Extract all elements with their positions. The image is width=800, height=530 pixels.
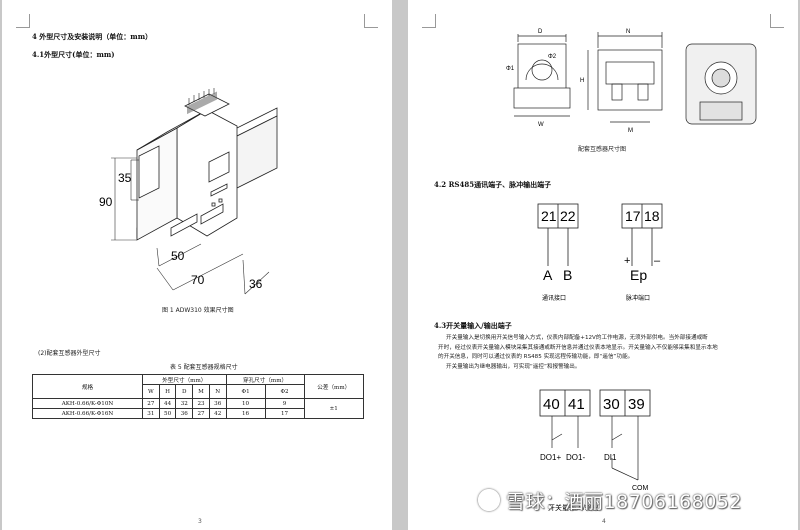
value-cell: 23 [192,398,210,409]
ct-label-n: N [626,29,630,35]
paragraph-line: 开时，经过仪表开关量输入模块采集其接通或断开信息并通过仪表本地显示。开关量输入不… [438,344,718,351]
col-header: Φ2 [264,384,305,399]
value-cell: 27 [192,408,210,419]
pulse-plus-sign: + [624,255,630,267]
ct-label-w: W [538,122,544,128]
crop-mark [16,14,30,28]
tolerance-header: 公差（mm） [303,374,364,399]
value-cell: 27 [142,398,160,409]
outline-size-header: 外型尺寸（mm） [142,374,227,385]
dimension-90: 90 [99,195,113,209]
pulse-caption: 脉冲端口 [626,294,650,302]
terminal-39: 39 [628,396,645,413]
ct-label-m: M [628,128,633,134]
dimension-70: 70 [191,273,205,287]
terminal-22: 22 [560,208,576,224]
paragraph-line: 的开关信息，同时可以通过仪表的 RS485 实现远程传输功能，即“遥信”功能。 [438,354,634,360]
rs485-pulse-terminals: 21 22 17 18 A B + – Ep 通讯接口 脉冲端口 [537,203,663,302]
section-4-3-title: 4.3开关量输入/输出端子 [434,321,512,330]
ct-label-phi1: Φ1 [506,66,515,72]
manual-page-3: 4 外型尺寸及安装说明（单位：mm） 4.1外型尺寸(单位：mm) [2,0,392,530]
paragraph-line: 开关量输入是切换用开关信号输入方式，仪表内部配备+12V的工作电源，无须外部供电… [446,335,708,341]
tolerance-cell: ±1 [303,398,364,419]
section-4-2-title: 4.2 RS485通讯端子、脉冲输出端子 [434,180,552,189]
do1-minus-label: DO1- [566,453,585,462]
table-row: AKH-0.66/K-Φ16N 31 50 36 27 42 16 17 [32,408,364,419]
table-row: AKH-0.66/K-Φ10N 27 44 32 23 36 10 9 ±1 [32,398,364,419]
model-cell: AKH-0.66/K-Φ10N [32,398,143,409]
model-header: 规格 [32,374,143,399]
paragraph-line: 开关量输出为继电器输出，可实现“遥控”和报警输出。 [446,363,581,370]
terminal-40: 40 [543,396,560,413]
value-cell: 32 [175,398,194,409]
ct-label-d: D [538,29,543,35]
watermark-text: 雪球：酒丽18706168052 [506,491,742,513]
comm-caption: 通讯接口 [542,294,566,302]
page-number: 4 [602,518,606,525]
model-cell: AKH-0.66/K-Φ16N [32,408,143,419]
col-header: H [158,384,177,399]
rs485-b-label: B [563,267,572,283]
rs485-a-label: A [543,267,553,283]
dimension-36: 36 [249,277,263,291]
terminal-41: 41 [568,396,585,413]
dimension-50: 50 [171,249,185,263]
ct-label-h: H [580,78,584,84]
sub-heading: (2)配套互感器外型尺寸 [38,350,101,357]
io-description: 开关量输入是切换用开关信号输入方式，仪表内部配备+12V的工作电源，无须外部供电… [438,334,778,372]
col-header: M [192,384,210,399]
value-cell: 16 [225,408,266,419]
ct-label-phi2: Φ2 [548,54,557,60]
hole-size-header: 穿孔尺寸（mm） [225,374,305,385]
crop-mark [422,14,436,28]
table-caption: 表 5 配套互感器规格尺寸 [170,364,238,371]
io-terminals: 40 41 30 39 DO1+ DO1- DI1 COM 开关量输入/输出 [539,389,651,512]
adw310-dimension-drawing: 90 35 50 70 36 [99,88,278,295]
com-label: COM [632,485,649,492]
value-cell: 44 [158,398,177,409]
col-header: N [208,384,227,399]
terminal-30: 30 [603,396,620,413]
value-cell: 50 [158,408,177,419]
manual-page-4: D N W M H Φ1 Φ2 配套互感器尺寸图 4.2 RS485通讯端子、脉… [408,0,798,530]
col-header: Φ1 [225,384,266,399]
pulse-ep-label: Ep [630,267,647,283]
terminal-17: 17 [625,208,641,224]
crop-mark [770,14,784,28]
ct-caption: 配套互感器尺寸图 [578,146,627,153]
crop-mark [364,14,378,28]
terminal-18: 18 [644,208,660,224]
di1-label: DI1 [604,453,617,462]
value-cell: 9 [264,398,305,409]
value-cell: 36 [175,408,194,419]
value-cell: 31 [142,408,160,419]
value-cell: 17 [264,408,305,419]
subsection-title: 4.1外型尺寸(单位：mm) [32,50,115,59]
transformer-spec-table: 规格 外型尺寸（mm） 穿孔尺寸（mm） 公差（mm） W H D M N Φ1… [32,374,364,419]
value-cell: 42 [208,408,227,419]
page-number: 3 [198,518,202,525]
value-cell: 10 [225,398,266,409]
section-title: 4 外型尺寸及安装说明（单位：mm） [32,32,153,41]
pulse-minus-sign: – [654,255,661,267]
do1-plus-label: DO1+ [540,453,561,462]
dimension-35: 35 [118,171,132,185]
io-caption: 开关量输入/输出 [548,503,599,512]
value-cell: 36 [208,398,227,409]
terminal-21: 21 [541,208,557,224]
col-header: D [175,384,194,399]
snowball-logo-icon [478,489,500,511]
ct-dimension-drawing: D N W M H Φ1 Φ2 [506,29,757,134]
col-header: W [142,384,160,399]
figure-caption: 图 1 ADW310 效果尺寸图 [162,307,234,314]
